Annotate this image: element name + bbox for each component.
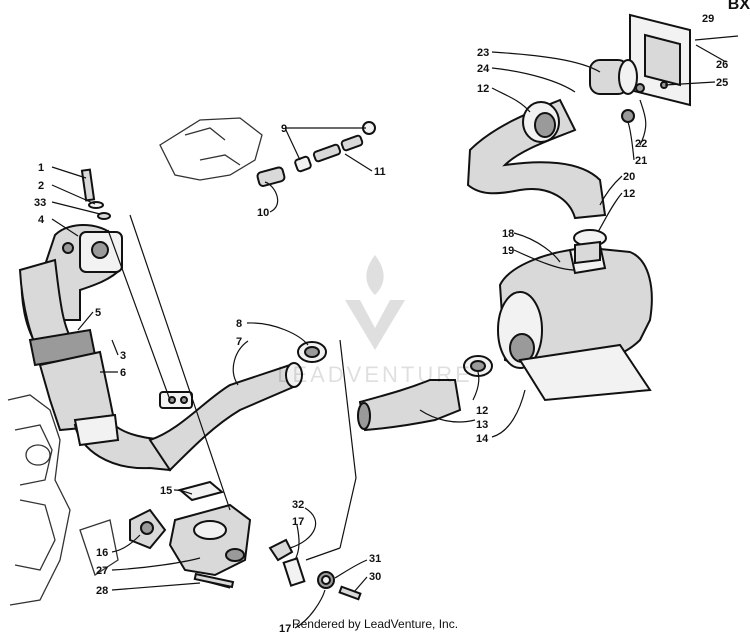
callout-20: 20 <box>623 171 635 183</box>
callout-12-bottom: 12 <box>476 405 488 417</box>
callout-12-top: 12 <box>477 83 489 95</box>
manifold-bolt <box>80 168 111 220</box>
callout-8: 8 <box>236 318 242 330</box>
tail-flange <box>589 13 739 123</box>
callout-22: 22 <box>635 138 647 150</box>
callout-4: 4 <box>38 214 45 226</box>
callout-5: 5 <box>95 307 101 319</box>
spring-hardware <box>268 538 362 601</box>
callout-11: 11 <box>374 166 386 178</box>
callout-25: 25 <box>716 77 728 89</box>
callout-13: 13 <box>476 419 488 431</box>
callout-31: 31 <box>369 553 381 565</box>
engine-block-sketch <box>7 394 119 606</box>
callout-7: 7 <box>236 336 242 348</box>
callout-15: 15 <box>160 485 172 497</box>
pipe-clamp <box>297 341 327 363</box>
outlet-flange <box>129 503 252 589</box>
mount-gasket <box>177 480 225 502</box>
callout-9: 9 <box>281 123 287 135</box>
callout-14: 14 <box>476 433 489 445</box>
callout-10: 10 <box>257 207 269 219</box>
callout-6: 6 <box>120 367 126 379</box>
callout-23: 23 <box>477 47 489 59</box>
leader-lines <box>51 44 727 629</box>
callout-3: 3 <box>120 350 126 362</box>
callout-2: 2 <box>38 180 44 192</box>
callout-16: 16 <box>96 547 108 559</box>
muffler <box>497 240 653 402</box>
expansion-chamber <box>148 362 303 472</box>
temperature-sensor-assembly <box>256 121 376 187</box>
callout-1: 1 <box>38 162 44 174</box>
callout-12-right: 12 <box>623 188 635 200</box>
callout-17-lower: 17 <box>279 623 291 635</box>
callout-29: 29 <box>702 13 714 25</box>
callout-33: 33 <box>34 197 46 209</box>
tailpipe-elbow <box>466 98 607 247</box>
callout-32: 32 <box>292 499 304 511</box>
callout-18: 18 <box>502 228 514 240</box>
render-credit: Rendered by LeadVenture, Inc. <box>291 617 459 631</box>
callout-labels: 1 2 33 4 5 3 6 9 11 10 8 7 15 16 27 28 3… <box>34 13 728 635</box>
flex-coupler <box>357 355 493 432</box>
callout-24: 24 <box>477 63 490 75</box>
callout-30: 30 <box>369 571 381 583</box>
cylinder-head-sketch <box>159 117 263 181</box>
callout-17-upper: 17 <box>292 516 304 528</box>
diagram-code: BX <box>727 0 750 13</box>
callout-21: 21 <box>635 155 647 167</box>
callout-27: 27 <box>96 565 108 577</box>
callout-28: 28 <box>96 585 108 597</box>
front-exhaust-pipe <box>18 258 177 472</box>
callout-19: 19 <box>502 245 514 257</box>
callout-26: 26 <box>716 59 728 71</box>
